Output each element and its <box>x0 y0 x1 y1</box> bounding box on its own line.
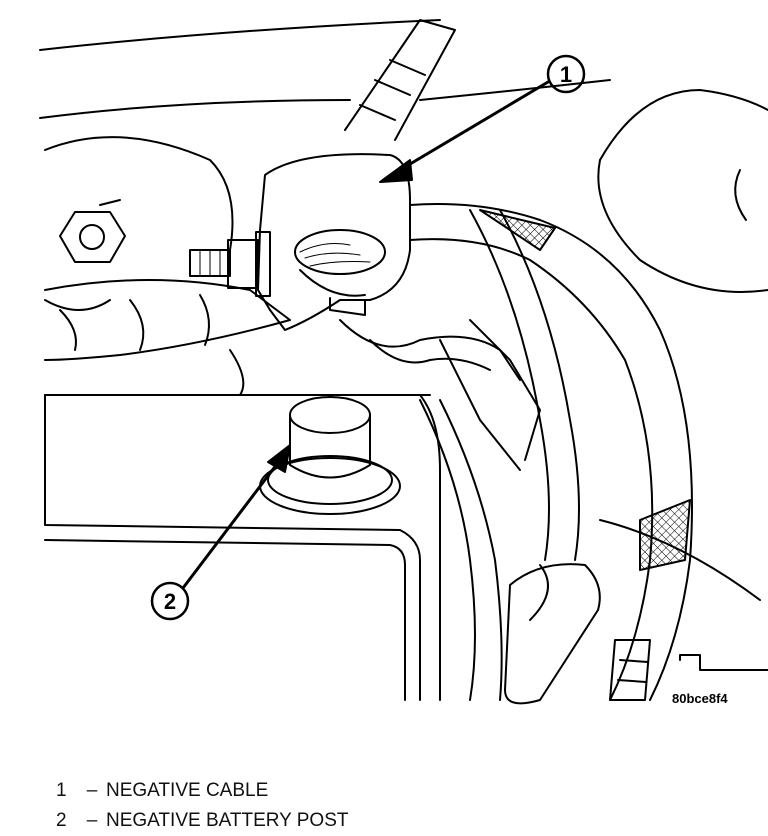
background-panel-line <box>39 19 441 51</box>
background-cylinder <box>599 89 768 161</box>
legend-item-separator: – <box>86 810 98 831</box>
negative-battery-post <box>289 396 371 434</box>
negative-cable <box>409 203 693 701</box>
hex-nut <box>59 211 126 263</box>
engine-component <box>44 136 234 251</box>
battery-case <box>44 394 421 701</box>
callout-1-number: 1 <box>560 62 572 87</box>
legend-item-label: NEGATIVE BATTERY POST <box>106 810 349 831</box>
callout-2-number: 2 <box>164 589 176 614</box>
negative-cable-illustration: 1 2 80bce8f4 <box>39 19 768 706</box>
legend-item: 1–NEGATIVE CABLE <box>56 776 348 806</box>
background-panel-line <box>39 99 351 119</box>
callout-1-circle <box>546 54 586 94</box>
legend: 1–NEGATIVE CABLE 2–NEGATIVE BATTERY POST <box>56 776 348 836</box>
background-panel-line <box>419 79 611 101</box>
figure-code: 80bce8f4 <box>672 691 728 706</box>
terminal-clamp <box>257 153 411 331</box>
callout-2-leader <box>181 458 282 590</box>
callout-2-circle <box>150 581 190 621</box>
legend-item-number: 2 <box>56 810 67 831</box>
legend-item-separator: – <box>86 780 98 801</box>
legend-item: 2–NEGATIVE BATTERY POST <box>56 806 348 836</box>
cable-boot <box>504 563 601 705</box>
legend-item-number: 1 <box>56 780 67 801</box>
legend-item-label: NEGATIVE CABLE <box>106 780 269 801</box>
upper-cable <box>344 19 456 141</box>
wiring-harness <box>44 279 291 361</box>
callout-1-leader <box>398 80 550 172</box>
